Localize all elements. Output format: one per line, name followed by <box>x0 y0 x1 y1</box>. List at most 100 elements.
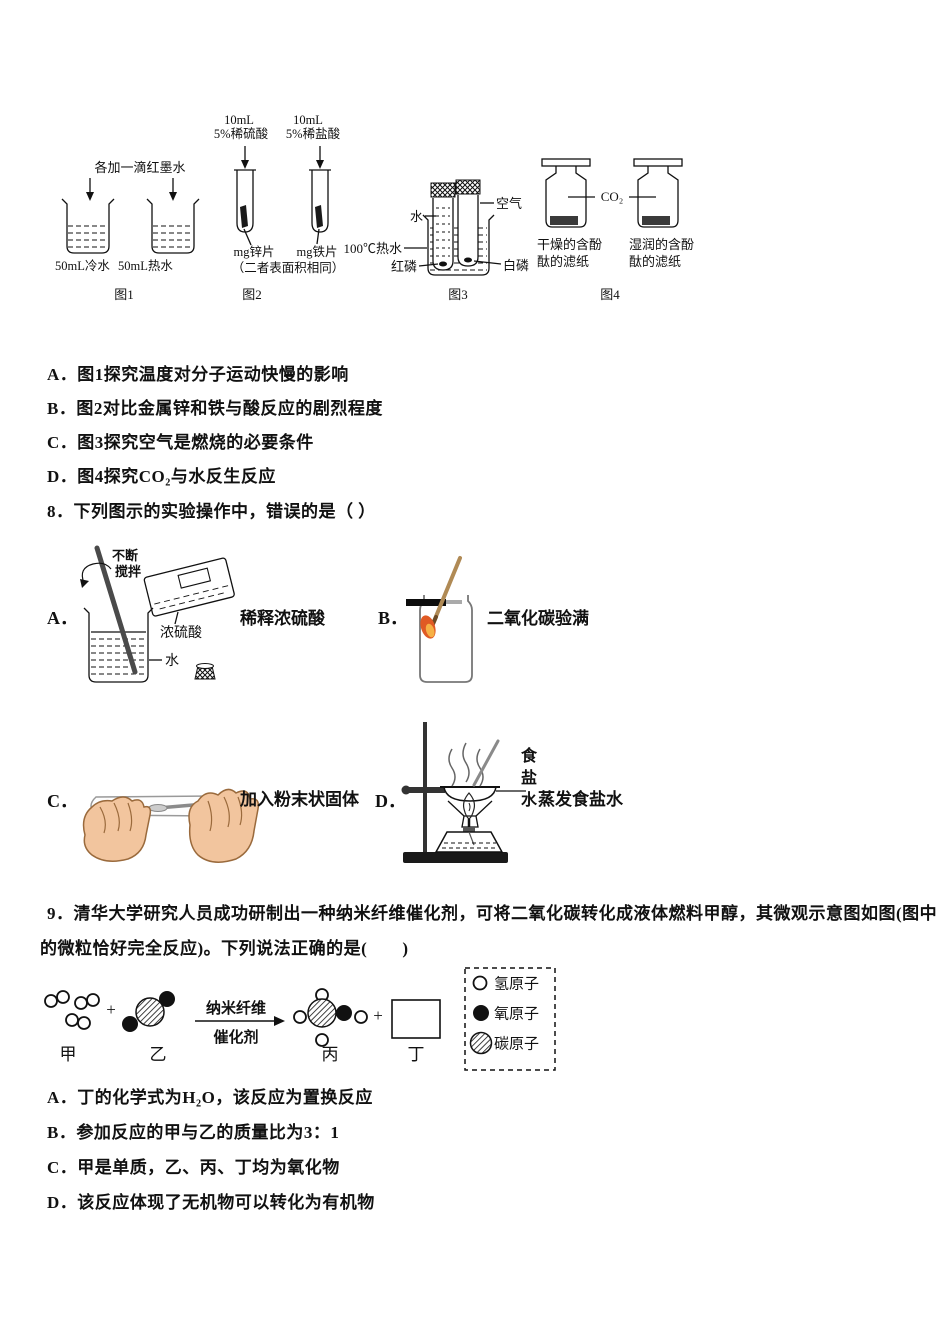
stopper-icon <box>430 182 456 198</box>
q7-option-d: D．图4探究CO₂与水反生反应 <box>47 467 276 486</box>
q8-option-a-letter: A． <box>47 608 78 628</box>
gas-bottle-dry-paper <box>541 158 591 228</box>
beaker-with-water <box>83 607 154 683</box>
q9-bing-label: 丙 <box>322 1045 339 1064</box>
fig1-beaker1-label: 50mL冷水 <box>55 259 110 273</box>
test-tube-red-phosphorus <box>430 182 456 271</box>
fig3-white-p-label: 白磷 <box>503 258 529 273</box>
flame-icon <box>420 615 436 639</box>
down-arrow-icon <box>169 178 177 201</box>
q7-option-c: C．图3探究空气是燃烧的必要条件 <box>47 433 314 452</box>
fig3-caption: 图3 <box>448 287 468 302</box>
filter-paper-strip <box>550 216 578 225</box>
steam-icon <box>448 742 484 787</box>
down-arrow-icon <box>241 146 249 169</box>
reactant-co2-molecule <box>122 991 175 1032</box>
atom-legend: 氢原子 氧原子 碳原子 <box>464 967 556 1071</box>
left-hand <box>82 796 152 862</box>
oxygen-atom-icon <box>473 1005 489 1021</box>
fig4-left-label1: 干燥的含酚 <box>537 237 602 252</box>
q9-option-d: D．该反应体现了无机物可以转化为有机物 <box>47 1193 375 1212</box>
q8-option-c-label: 加入粉末状固体 <box>240 790 359 809</box>
q7-figures-illustration: 各加一滴红墨水 50mL冷水 50mL热水 图1 10mL 5%稀硫酸 10 <box>55 113 694 302</box>
down-arrow-icon <box>86 178 94 201</box>
fig2-vol1-label: 10mL <box>224 113 254 127</box>
gas-bottle <box>419 595 473 683</box>
q9-molecular-diagram: 甲 + 乙 纳米纤维 催化剂 丙 + 丁 氢原子 <box>44 967 556 1071</box>
fig1-beaker2-label: 50mL热水 <box>118 259 173 273</box>
q8-salt-water-label: 食盐水 <box>518 747 535 813</box>
q9-arrow-bottom-label: 催化剂 <box>213 1028 258 1046</box>
glass-plate <box>406 599 446 606</box>
q8a-stir-label-1: 不断 <box>112 548 138 563</box>
gas-bottle-wet-paper <box>633 158 683 228</box>
test-tube-white-phosphorus <box>455 179 481 267</box>
q8-option-c-letter: C． <box>47 791 78 811</box>
fig2-caption: 图2 <box>242 287 262 302</box>
q9-jia-label: 甲 <box>60 1045 77 1064</box>
fig3-combustion-diagram: 水 100℃热水 红磷 空气 白磷 图3 <box>343 179 529 302</box>
q8-option-a-label: 稀释浓硫酸 <box>240 609 325 628</box>
fig2-acid1-label: 5%稀硫酸 <box>214 126 269 141</box>
q8a-acid-label: 浓硫酸 <box>160 625 202 641</box>
fig4-right-label1: 湿润的含酚 <box>629 237 694 252</box>
q8-figures-illustration: 不断 搅拌 浓硫酸 水 <box>80 545 526 863</box>
unknown-product-box <box>391 999 441 1039</box>
fig3-red-p-label: 红磷 <box>391 259 417 274</box>
q8a-stir-label-2: 搅拌 <box>115 564 141 579</box>
q9-stem-line2: 的微粒恰好完全反应)。下列说法正确的是( ) <box>40 939 409 958</box>
fig3-water-label: 水 <box>410 209 423 224</box>
test-tube-iron <box>309 169 331 245</box>
q7-option-b: B．图2对比金属锌和铁与酸反应的剧烈程度 <box>47 399 383 418</box>
filter-paper-strip <box>642 216 670 225</box>
q9-plus-1: + <box>106 1000 116 1019</box>
q8d-evaporate-diagram <box>401 722 526 863</box>
q8c-add-solid-diagram <box>82 788 260 863</box>
q8-stem: 8．下列图示的实验操作中，错误的是（ ） <box>47 502 376 521</box>
stopper-icon <box>455 179 481 195</box>
down-arrow-icon <box>316 146 324 169</box>
rotation-arrow-icon <box>80 562 112 588</box>
legend-hydrogen-label: 氢原子 <box>494 976 539 993</box>
fig4-right-label2: 酞的滤纸 <box>629 254 681 269</box>
q9-stem-line1: 9．清华大学研究人员成功研制出一种纳米纤维催化剂，可将二氧化碳转化成液体燃料甲醇… <box>47 904 938 923</box>
acid-bottle <box>143 557 235 617</box>
q8-option-d-letter: D． <box>375 791 406 811</box>
test-tube-zinc <box>234 169 256 246</box>
q7-option-a: A．图1探究温度对分子运动快慢的影响 <box>47 365 349 384</box>
fig2-note: （二者表面积相同） <box>232 261 345 275</box>
fig4-caption: 图4 <box>600 287 620 302</box>
product-methanol-molecule <box>293 988 368 1047</box>
beaker-hot-water <box>146 198 200 254</box>
stirring-rod <box>94 545 138 675</box>
fig1-molecule-motion-diagram: 各加一滴红墨水 50mL冷水 50mL热水 图1 <box>55 160 200 302</box>
alcohol-lamp <box>434 792 504 853</box>
stand-clamp <box>407 787 445 793</box>
carbon-atom-icon <box>469 1031 493 1055</box>
q8-option-b-label: 二氧化碳验满 <box>487 609 589 628</box>
fig4-left-label2: 酞的滤纸 <box>537 254 589 269</box>
fig2-acid2-label: 5%稀盐酸 <box>286 126 341 141</box>
reactant-hydrogen-molecules <box>44 990 100 1030</box>
fig2-metal-acid-diagram: 10mL 5%稀硫酸 10mL 5%稀盐酸 mg锌片 <box>214 113 344 302</box>
beaker-cold-water <box>61 198 115 254</box>
q9-plus-2: + <box>373 1006 383 1025</box>
q9-option-b: B．参加反应的甲与乙的质量比为3：1 <box>47 1123 340 1142</box>
fig1-top-label: 各加一滴红墨水 <box>94 160 185 175</box>
fig2-metal2-label: mg铁片 <box>297 245 338 259</box>
q8-option-d-label: 蒸发食盐水 <box>538 790 623 809</box>
q8-option-b-letter: B． <box>378 608 409 628</box>
q9-arrow-top-label: 纳米纤维 <box>206 999 266 1017</box>
fig1-caption: 图1 <box>114 287 134 302</box>
q9-option-a: A．丁的化学式为H₂O，该反应为置换反应 <box>47 1088 373 1107</box>
legend-carbon-label: 碳原子 <box>494 1036 539 1053</box>
q9-yi-label: 乙 <box>150 1045 167 1064</box>
fig2-vol2-label: 10mL <box>293 113 323 127</box>
fig4-co2-water-diagram: CO₂ 干燥的含酚 酞的滤纸 湿润的含酚 酞的滤纸 图4 <box>537 158 694 302</box>
legend-oxygen-label: 氧原子 <box>494 1006 539 1023</box>
q8a-water-label: 水 <box>165 653 179 669</box>
stand-base <box>403 852 508 863</box>
stopper-icon <box>194 663 216 680</box>
right-hand <box>188 788 260 863</box>
